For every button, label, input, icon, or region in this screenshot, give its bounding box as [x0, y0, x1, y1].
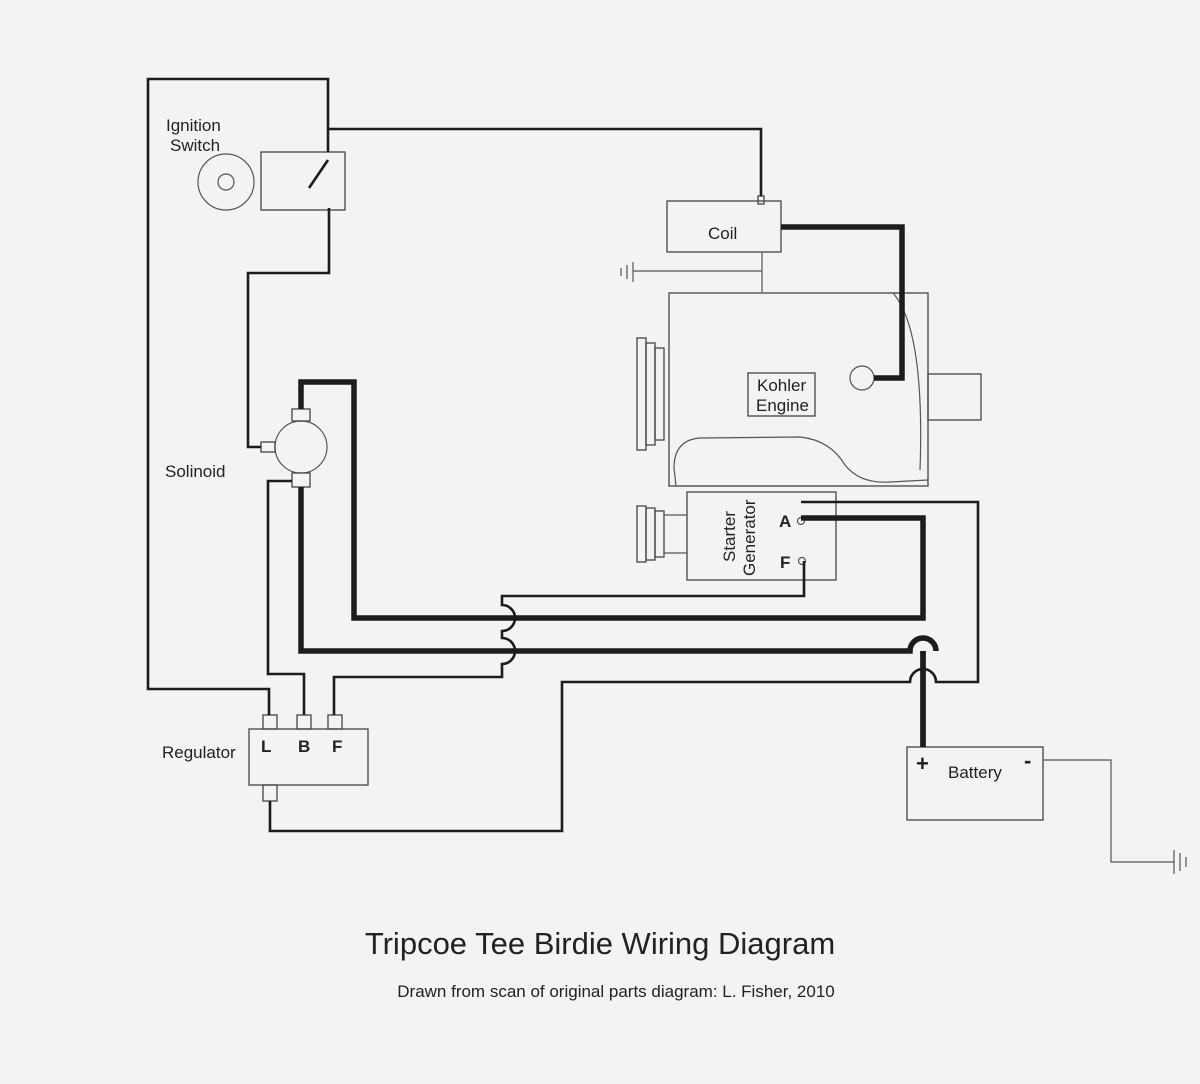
switch-contact-icon [307, 159, 330, 189]
engine-pulley-outer [636, 337, 647, 451]
engine-shroud-outline [673, 436, 929, 487]
wire-coil-to-spark-plug [781, 224, 905, 381]
battery: + Battery - [906, 746, 1044, 821]
regulator-l-label: L [261, 737, 271, 756]
starter-generator-body [686, 491, 837, 581]
coil-ground-icon [620, 252, 763, 292]
coil-label: Coil [708, 224, 737, 243]
battery-label: Battery [948, 763, 1002, 782]
ignition-switch-label-1: Ignition [166, 116, 221, 135]
solenoid-label: Solinoid [165, 462, 226, 481]
engine-shroud-curve [892, 292, 922, 471]
wire-generator-f-to-regulator-f [332, 561, 806, 715]
engine-label-1: Kohler [757, 376, 806, 395]
engine-shaft [927, 373, 982, 421]
solenoid-bottom-terminal [291, 472, 311, 488]
key-cylinder-icon [197, 153, 255, 211]
regulator: L B F Regulator [162, 714, 369, 802]
solenoid-top-terminal [291, 408, 311, 422]
solenoid-body [274, 420, 328, 474]
starter-generator-label-1: Starter [720, 511, 739, 562]
engine-label-2: Engine [756, 396, 809, 415]
battery-body [906, 746, 1044, 821]
regulator-terminal-f [327, 714, 343, 730]
regulator-ground-terminal [262, 784, 278, 802]
regulator-b-label: B [298, 737, 310, 756]
regulator-f-label: F [332, 737, 342, 756]
wire-solenoid-to-generator-a [298, 379, 926, 621]
wire-generator-to-regulator-ground [268, 500, 980, 833]
generator-terminal-f [797, 556, 807, 566]
generator-pulley-outer [636, 505, 647, 563]
solenoid-side-terminal [260, 441, 276, 453]
solenoid: Solinoid [165, 408, 328, 488]
kohler-engine: Kohler Engine [636, 292, 982, 487]
wire-regulator-b-to-solenoid [266, 479, 306, 715]
ignition-switch-label-2: Switch [170, 136, 220, 155]
diagram-subtitle: Drawn from scan of original parts diagra… [397, 982, 835, 1001]
spark-plug-icon [849, 365, 875, 391]
engine-pulley-middle [645, 342, 656, 446]
wire-ignition-to-solenoid [246, 208, 331, 449]
battery-negative-icon: - [1024, 748, 1031, 773]
coil: Coil [666, 195, 782, 253]
generator-terminal-f-label: F [780, 553, 790, 572]
diagram-title: Tripcoe Tee Birdie Wiring Diagram [364, 926, 836, 961]
generator-pulley-inner [654, 510, 665, 558]
regulator-terminal-l [262, 714, 278, 730]
ignition-switch: Ignition Switch [166, 116, 346, 211]
regulator-label: Regulator [162, 743, 236, 762]
generator-terminal-a-label: A [779, 512, 791, 531]
battery-positive-icon: + [916, 751, 929, 776]
regulator-terminal-b [296, 714, 312, 730]
wire-ignition-to-coil [328, 127, 763, 196]
key-hole-icon [217, 173, 235, 191]
starter-generator-label-2: Generator [740, 499, 759, 576]
coil-terminal [757, 195, 765, 205]
engine-label-box [747, 372, 816, 417]
wire-regulator-l-to-ignition [146, 77, 330, 715]
battery-ground-icon [1043, 759, 1187, 874]
engine-pulley-inner [654, 347, 665, 441]
ignition-switch-body [260, 151, 346, 211]
starter-generator: Starter Generator A F [636, 491, 837, 581]
generator-pulley-middle [645, 507, 656, 561]
